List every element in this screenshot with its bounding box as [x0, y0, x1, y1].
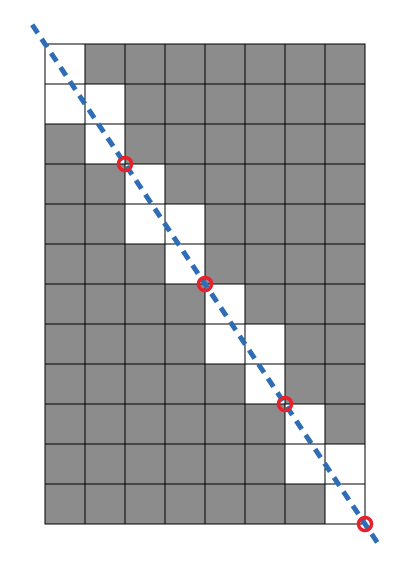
shaded-cell [124, 483, 166, 525]
shaded-cell [44, 243, 86, 285]
white-cell [164, 203, 206, 245]
shaded-cell [244, 283, 286, 325]
shaded-cell [324, 123, 366, 165]
shaded-cell [324, 243, 366, 285]
shaded-cell [164, 163, 206, 205]
shaded-cell [284, 123, 326, 165]
shaded-cell [244, 163, 286, 205]
shaded-cell [44, 123, 86, 165]
shaded-cell [284, 43, 326, 85]
shaded-cell [284, 243, 326, 285]
white-cell [44, 83, 86, 125]
shaded-cell [284, 283, 326, 325]
shaded-cell [324, 83, 366, 125]
shaded-cell [244, 83, 286, 125]
shaded-cell [84, 363, 126, 405]
shaded-cell [44, 403, 86, 445]
shaded-cell [164, 43, 206, 85]
shaded-cell [124, 323, 166, 365]
white-cell [244, 323, 286, 365]
shaded-cell [284, 83, 326, 125]
shaded-cell [284, 163, 326, 205]
shaded-cell [84, 283, 126, 325]
shaded-cell [44, 323, 86, 365]
shaded-cell [124, 43, 166, 85]
shaded-cell [44, 363, 86, 405]
white-cell [324, 483, 366, 525]
shaded-cell [124, 283, 166, 325]
shaded-cell [124, 83, 166, 125]
intersection-markers [116, 155, 374, 533]
shaded-cell [164, 363, 206, 405]
shaded-cell [204, 243, 246, 285]
shaded-cell [44, 283, 86, 325]
shaded-cell [204, 43, 246, 85]
white-cell [324, 443, 366, 485]
shaded-cell [204, 363, 246, 405]
shaded-cell [44, 483, 86, 525]
shaded-cell [324, 203, 366, 245]
shaded-cell [284, 203, 326, 245]
intersection-marker [196, 275, 214, 293]
shaded-cell [204, 83, 246, 125]
shaded-cell [84, 403, 126, 445]
shaded-cell [204, 163, 246, 205]
grid-cells [44, 43, 366, 525]
white-cell [124, 203, 166, 245]
shaded-cell [124, 443, 166, 485]
shaded-cell [244, 243, 286, 285]
shaded-cell [164, 403, 206, 445]
shaded-cell [204, 123, 246, 165]
shaded-cell [84, 243, 126, 285]
shaded-cell [124, 363, 166, 405]
shaded-cell [164, 483, 206, 525]
intersection-marker [276, 395, 294, 413]
white-cell [84, 83, 126, 125]
shaded-cell [204, 203, 246, 245]
shaded-cell [244, 203, 286, 245]
shaded-cell [124, 403, 166, 445]
intersection-marker [116, 155, 134, 173]
shaded-cell [284, 483, 326, 525]
shaded-cell [204, 443, 246, 485]
white-cell [204, 283, 246, 325]
white-cell [284, 443, 326, 485]
shaded-cell [324, 163, 366, 205]
shaded-cell [204, 403, 246, 445]
shaded-cell [84, 483, 126, 525]
shaded-cell [164, 123, 206, 165]
shaded-cell [84, 163, 126, 205]
shaded-cell [164, 283, 206, 325]
white-cell [204, 323, 246, 365]
shaded-cell [84, 203, 126, 245]
diagonal-dashed-line [30, 23, 380, 545]
shaded-cell [164, 323, 206, 365]
shaded-cell [324, 323, 366, 365]
shaded-cell [284, 363, 326, 405]
shaded-cell [244, 43, 286, 85]
shaded-cell [244, 403, 286, 445]
shaded-cell [44, 443, 86, 485]
shaded-cell [244, 123, 286, 165]
shaded-cell [84, 323, 126, 365]
shaded-cell [204, 483, 246, 525]
shaded-cell [324, 403, 366, 445]
shaded-cell [124, 243, 166, 285]
shaded-cell [164, 443, 206, 485]
white-cell [44, 43, 86, 85]
shaded-cell [44, 163, 86, 205]
shaded-cell [124, 123, 166, 165]
shaded-cell [84, 43, 126, 85]
intersection-marker [356, 515, 374, 533]
shaded-cell [164, 83, 206, 125]
shaded-cell [244, 483, 286, 525]
shaded-cell [324, 283, 366, 325]
shaded-cell [284, 323, 326, 365]
shaded-cell [324, 43, 366, 85]
shaded-cell [44, 203, 86, 245]
shaded-cell [244, 443, 286, 485]
shaded-cell [84, 443, 126, 485]
shaded-cell [324, 363, 366, 405]
